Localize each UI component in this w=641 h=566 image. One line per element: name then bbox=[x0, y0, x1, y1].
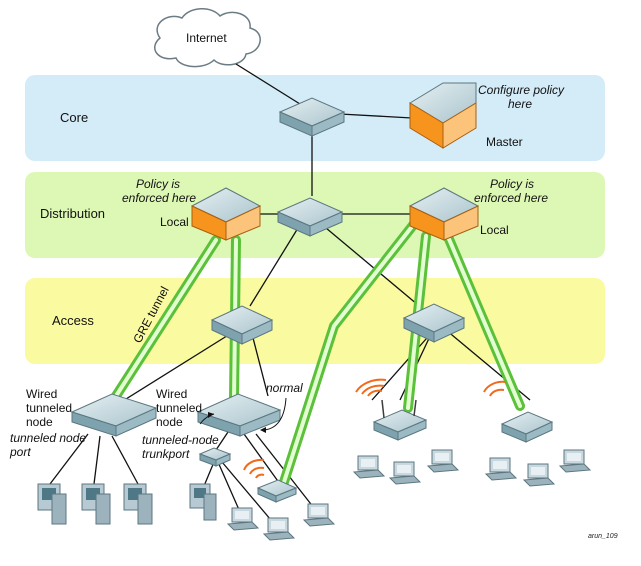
band-label-access: Access bbox=[52, 313, 94, 328]
tunneled-node-trunkport-line-2: trunkport bbox=[142, 447, 190, 461]
wired-tunneled-switch-middle bbox=[196, 393, 282, 437]
laptop-2 bbox=[262, 517, 296, 541]
laptop-5 bbox=[388, 461, 422, 485]
core-switch bbox=[278, 97, 346, 137]
laptop-7 bbox=[484, 457, 518, 481]
configure-policy-label-line-2: here bbox=[508, 97, 532, 111]
policy-left-label-line-2: enforced here bbox=[122, 191, 196, 205]
band-label-core: Core bbox=[60, 110, 88, 125]
access-switch-left bbox=[210, 305, 274, 345]
annotation-arrows bbox=[199, 397, 287, 433]
laptop-6 bbox=[426, 449, 460, 473]
desktop-computer-3 bbox=[123, 483, 153, 525]
wired-tunneled-mid-line-2: tunneled bbox=[156, 401, 202, 415]
access-point-2 bbox=[483, 380, 554, 443]
tunneled-node-port-line-2: port bbox=[9, 445, 31, 459]
local-right-label: Local bbox=[480, 223, 509, 237]
normal-label: normal bbox=[266, 381, 303, 395]
figure-tag: arun_109 bbox=[588, 533, 618, 540]
policy-right-label-line-2: enforced here bbox=[474, 191, 548, 205]
master-label: Master bbox=[486, 135, 523, 149]
policy-right-label-line-1: Policy is bbox=[490, 177, 534, 191]
wired-tunneled-left-line-3: node bbox=[26, 415, 53, 429]
tunneled-node-trunkport-line-1: tunneled-node bbox=[142, 433, 219, 447]
small-switch bbox=[198, 447, 232, 467]
wired-tunneled-mid-line-3: node bbox=[156, 415, 183, 429]
tunneled-node-port-line-1: tunneled node bbox=[10, 431, 86, 445]
access-point-3 bbox=[243, 458, 298, 503]
local-left-label: Local bbox=[160, 215, 189, 229]
laptop-4 bbox=[352, 455, 386, 479]
access-band bbox=[25, 278, 605, 364]
laptop-3 bbox=[302, 503, 336, 527]
desktop-computer-1 bbox=[37, 483, 67, 525]
internet-label: Internet bbox=[186, 31, 227, 45]
gre-tunnels bbox=[111, 219, 525, 487]
wired-tunneled-left-line-1: Wired bbox=[26, 387, 57, 401]
wired-tunneled-left-line-2: tunneled bbox=[26, 401, 72, 415]
distribution-switch bbox=[276, 197, 344, 237]
configure-policy-label-line-1: Configure policy bbox=[478, 83, 565, 97]
wired-tunneled-switch-left bbox=[70, 393, 158, 437]
internet-cloud: Internet bbox=[154, 8, 261, 68]
policy-left-label-line-1: Policy is bbox=[136, 177, 180, 191]
laptop-1 bbox=[226, 507, 260, 531]
access-switch-right bbox=[402, 303, 466, 343]
desktop-computer-2 bbox=[81, 483, 111, 525]
laptop-8 bbox=[522, 463, 556, 487]
band-label-distribution: Distribution bbox=[40, 206, 105, 221]
local-controller-right bbox=[408, 187, 480, 241]
laptop-9 bbox=[558, 449, 592, 473]
access-point-1 bbox=[355, 378, 428, 441]
master-controller bbox=[409, 82, 477, 149]
wired-tunneled-mid-line-1: Wired bbox=[156, 387, 187, 401]
local-controller-left bbox=[190, 187, 262, 241]
desktop-computer-4 bbox=[189, 483, 217, 521]
